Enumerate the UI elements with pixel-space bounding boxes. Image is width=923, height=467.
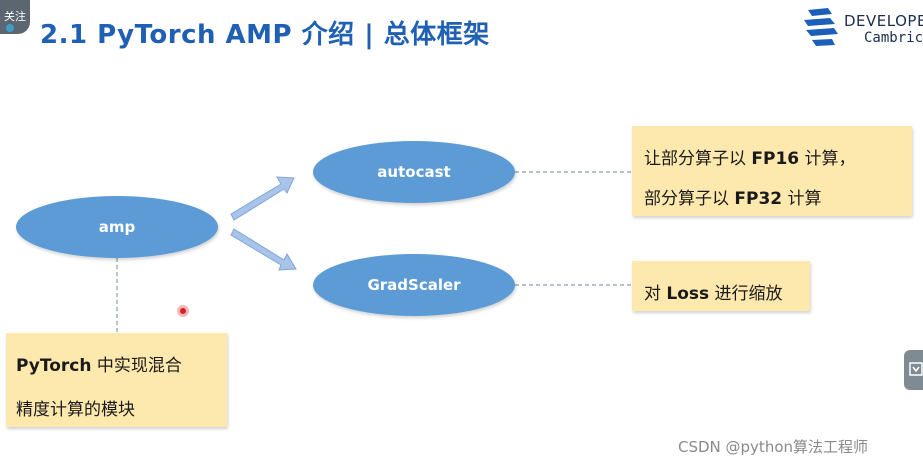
node-gradscaler bbox=[313, 254, 515, 316]
side-collapse-button[interactable] bbox=[904, 350, 923, 390]
arrow-to-autocast bbox=[230, 176, 295, 221]
logo-text-developer: DEVELOPER bbox=[844, 12, 923, 30]
note-bold-text: PyTorch bbox=[16, 356, 92, 376]
amp-note: PyTorch 中实现混合 精度计算的模块 bbox=[6, 333, 227, 427]
note-text: 精度计算的模块 bbox=[16, 400, 135, 420]
follow-label: 关注 bbox=[4, 10, 26, 23]
note-bold-text: FP16 bbox=[751, 149, 800, 169]
laser-pointer-icon bbox=[177, 305, 189, 317]
note-text: 进行缩放 bbox=[709, 284, 783, 304]
autocast-note-line1: 让部分算子以 FP16 计算， bbox=[644, 144, 856, 169]
gradscaler-note-line: 对 Loss 进行缩放 bbox=[644, 279, 783, 304]
node-autocast bbox=[313, 141, 515, 203]
note-text: 部分算子以 bbox=[644, 189, 735, 209]
follow-badge[interactable]: 关注 bbox=[0, 0, 30, 34]
node-autocast-label: autocast bbox=[377, 163, 451, 181]
logo-text-cambricon: Cambricon bbox=[864, 30, 923, 46]
node-gradscaler-label: GradScaler bbox=[367, 276, 461, 294]
cambricon-logo-icon bbox=[804, 8, 838, 46]
amp-note-line2: 精度计算的模块 bbox=[16, 395, 135, 420]
amp-note-line1: PyTorch 中实现混合 bbox=[16, 351, 182, 376]
note-bold-text: FP32 bbox=[734, 189, 783, 209]
note-text: 对 bbox=[644, 284, 667, 304]
node-amp-label: amp bbox=[98, 218, 136, 236]
csdn-watermark: CSDN @python算法工程师 bbox=[678, 438, 869, 456]
note-text: 中实现混合 bbox=[91, 356, 182, 376]
gradscaler-note: 对 Loss 进行缩放 bbox=[632, 261, 810, 311]
slide-title: 2.1 PyTorch AMP 介绍 | 总体框架 bbox=[40, 20, 490, 50]
autocast-note: 让部分算子以 FP16 计算， 部分算子以 FP32 计算 bbox=[632, 126, 912, 216]
node-amp bbox=[16, 196, 218, 258]
arrow-to-gradscaler bbox=[230, 228, 297, 271]
follow-dot-icon bbox=[6, 24, 14, 32]
note-text: 计算， bbox=[799, 149, 856, 169]
autocast-note-line2: 部分算子以 FP32 计算 bbox=[644, 184, 822, 209]
developer-logo: DEVELOPER Cambricon bbox=[802, 6, 923, 52]
note-text: 计算 bbox=[782, 189, 822, 209]
note-text: 让部分算子以 bbox=[644, 149, 752, 169]
note-bold-text: Loss bbox=[666, 284, 710, 304]
collapse-icon bbox=[909, 362, 923, 376]
